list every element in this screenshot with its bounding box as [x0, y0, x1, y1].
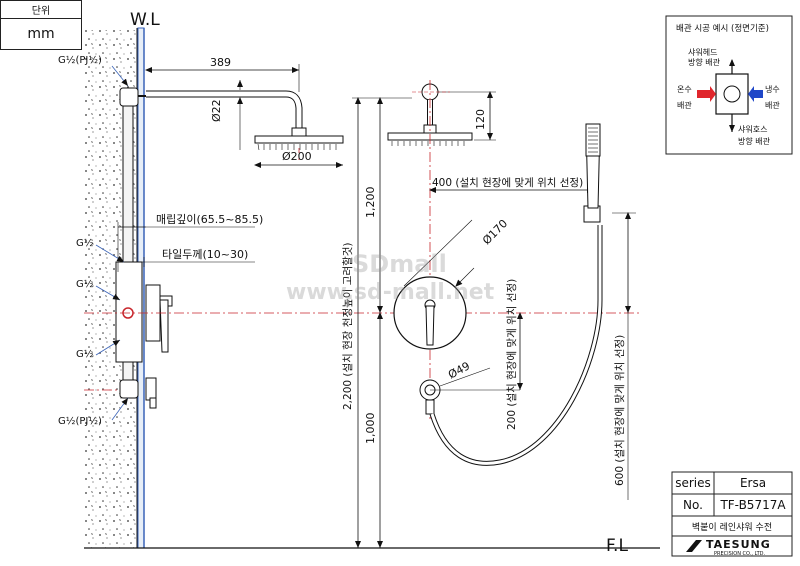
- brand-logo-mark: [686, 540, 702, 552]
- brand-name: TAESUNG: [706, 538, 771, 551]
- mixer-handle-front: [425, 305, 435, 346]
- unit-box: 단위 mm: [0, 0, 82, 50]
- inset-shower-head-dir: 방향 배관: [688, 58, 720, 67]
- dim-h1000: 1,000: [364, 412, 377, 445]
- cold-arrow: [748, 86, 763, 102]
- inset-hot: 온수: [677, 85, 692, 94]
- inset-cold-sub: 배관: [765, 101, 780, 110]
- g-label-3: G½: [76, 349, 94, 360]
- floor-line-label: F.L: [606, 536, 628, 556]
- watermark-line2: www.sd-mall.net: [286, 280, 495, 305]
- title-block: [671, 471, 793, 557]
- g-pj-top-label: G½(PJ½): [58, 55, 102, 66]
- wall-line-label: W.L: [130, 10, 160, 30]
- dim-head-dia: Ø200: [282, 150, 312, 163]
- dim-head-height: 120: [474, 109, 487, 130]
- watermark-line1: SDmall: [352, 250, 447, 278]
- inset-cold: 냉수: [765, 85, 780, 94]
- dim-arm-dia: Ø22: [210, 99, 223, 122]
- no-label: No.: [683, 498, 703, 512]
- dim-h1200: 1,200: [364, 186, 377, 219]
- inset-shower-head: 샤워헤드: [688, 48, 718, 57]
- g-label-2: G½: [76, 279, 94, 290]
- unit-value: mm: [27, 26, 55, 42]
- embed-depth-label: 매립깊이(65.5~85.5): [156, 213, 264, 226]
- hot-arrow: [697, 86, 716, 102]
- no-value: TF-B5717A: [720, 498, 786, 512]
- dim-d200: 200 (설치 현장에 맞게 위치 선정): [506, 278, 518, 430]
- inset-hose: 샤워호스: [738, 125, 768, 134]
- dim-d600: 600 (설치 현장에 맞게 위치 선정): [614, 334, 626, 486]
- mixer-handle-side: [159, 299, 169, 353]
- brand-sub: PRECISION CO., LTD.: [714, 551, 766, 557]
- series-value: Ersa: [739, 476, 767, 490]
- dim-offset-400: 400 (설치 현장에 맞게 위치 선정): [432, 177, 584, 189]
- install-example-title: 배관 시공 예시 (정면기준): [676, 24, 769, 34]
- inset-hot-sub: 배관: [677, 101, 692, 110]
- series-label: series: [675, 476, 711, 490]
- tile-thickness-label: 타일두께(10~30): [162, 248, 249, 261]
- product-name: 벽붙이 레인샤워 수전: [691, 522, 773, 533]
- g-pj-bottom-label: G½(PJ½): [58, 416, 102, 427]
- g-label-1: G½: [76, 238, 94, 249]
- inset-hose-dir: 방향 배관: [738, 137, 770, 146]
- unit-header: 단위: [1, 1, 81, 19]
- dim-arm-length: 389: [210, 56, 231, 69]
- shower-head-side: [254, 135, 344, 144]
